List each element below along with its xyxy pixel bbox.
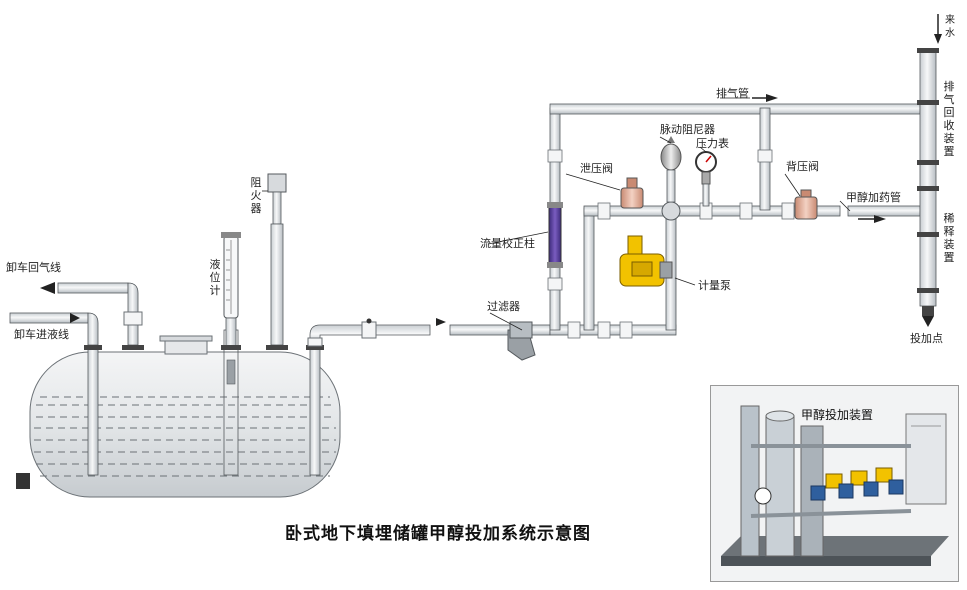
unload-liquid-inlet-line	[9, 312, 102, 350]
label-relief-valve: 泄压阀	[580, 162, 613, 175]
label-pressure-gauge: 压力表	[696, 137, 729, 150]
leader-lines	[262, 97, 851, 331]
relief-valve	[620, 177, 644, 209]
vent-arrow	[766, 94, 778, 102]
diagram-title: 卧式地下填埋储罐甲醇投加系统示意图	[285, 524, 591, 544]
label-dilution-device: 稀释装置	[943, 212, 955, 264]
label-flame-arrester: 阻火器	[250, 176, 262, 215]
label-flow-calibration: 流量校正柱	[480, 237, 535, 250]
flow-calibration-column	[547, 202, 563, 268]
liquid-level-lines	[34, 396, 336, 477]
filter	[507, 321, 536, 361]
equipment-photo-title: 甲醇投加装置	[801, 408, 874, 422]
label-incoming-water: 来水	[945, 15, 955, 39]
label-exhaust-recovery: 排气回收装置	[943, 80, 955, 158]
pressure-gauge	[695, 151, 717, 207]
label-vent-pipe: 排气管	[716, 87, 749, 100]
flame-arrester	[266, 173, 288, 350]
dosing-arrow	[874, 215, 886, 223]
label-filter: 过滤器	[487, 300, 520, 313]
back-pressure-valve	[794, 189, 818, 220]
equipment-photo: 甲醇投加装置	[710, 385, 959, 582]
label-level-gauge: 液位计	[209, 258, 221, 297]
label-unload-liquid-in: 卸车进液线	[14, 328, 69, 341]
unload-gas-return-line	[40, 282, 144, 350]
pulsation-damper	[660, 136, 682, 203]
label-back-pressure-valve: 背压阀	[786, 160, 819, 173]
equipment-photo-drawing	[711, 386, 958, 581]
dilution-pipe	[917, 48, 939, 327]
level-gauge	[221, 232, 241, 350]
pump-manifold	[547, 103, 921, 339]
suction-line	[306, 318, 551, 350]
storage-tank	[16, 335, 341, 498]
incoming-water-arrow	[934, 34, 942, 44]
label-pulsation-damper: 脉动阻尼器	[660, 123, 715, 136]
label-metering-pump: 计量泵	[698, 279, 731, 292]
label-dosing-point: 投加点	[910, 332, 943, 345]
label-methanol-dosing-pipe: 甲醇加药管	[846, 191, 901, 204]
label-unload-gas-return: 卸车回气线	[6, 261, 61, 274]
metering-pump	[619, 235, 696, 287]
